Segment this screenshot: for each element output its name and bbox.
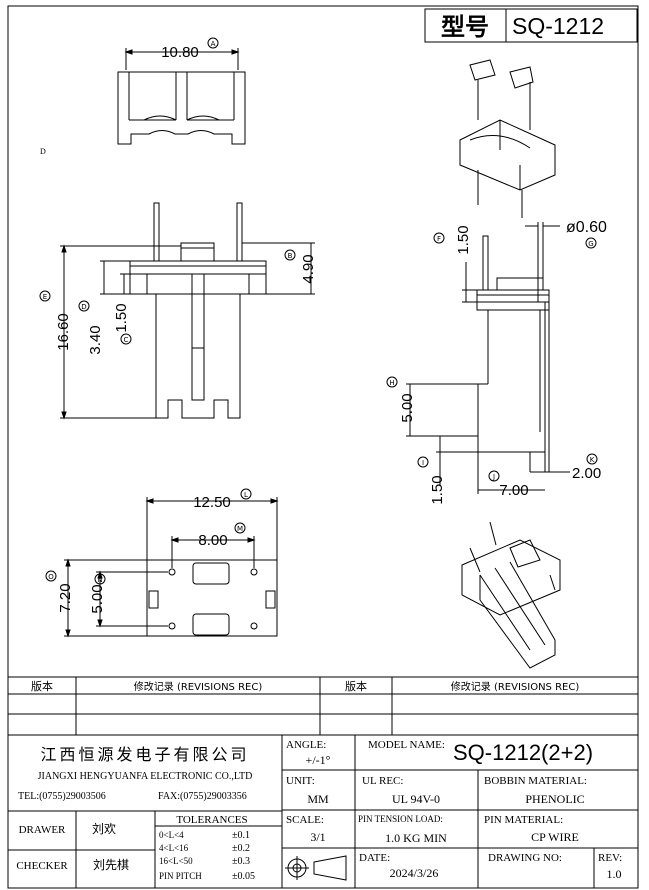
dim-bottom-width: 12.50 xyxy=(193,494,231,511)
dim-3-40: 3.40 xyxy=(87,325,104,354)
drawing-no-label: DRAWING NO: xyxy=(488,852,562,864)
model-name-label: MODEL NAME: xyxy=(368,739,445,751)
isometric-bottom xyxy=(461,521,561,669)
marker-f: F xyxy=(437,235,441,243)
model-name-value: SQ-1212(2+2) xyxy=(453,740,593,765)
tol-range-4: PIN PITCH xyxy=(159,871,202,881)
marker-g: G xyxy=(588,240,593,248)
rev-right-version-header: 版本 xyxy=(345,679,367,693)
dim-1-50-right-top: 1.50 xyxy=(455,225,472,254)
company-name-en: JIANGXI HENGYUANFA ELECTRONIC CO.,LTD xyxy=(38,771,253,782)
dim-2-00: 2.00 xyxy=(572,465,601,482)
rev-right-record-header: 修改记录 (REVISIONS REC) xyxy=(451,680,580,693)
tol-value-2: ±0.2 xyxy=(232,843,250,854)
marker-i: I xyxy=(422,459,424,467)
tol-value-4: ±0.05 xyxy=(232,871,255,882)
dim-pin-diameter: ø0.60 xyxy=(566,219,607,236)
unit-value: MM xyxy=(307,792,329,806)
scale-label: SCALE: xyxy=(286,814,324,826)
checker-label: CHECKER xyxy=(16,860,68,872)
dim-7-00: 7.00 xyxy=(499,482,528,499)
bobbin-material-value: PHENOLIC xyxy=(525,792,584,806)
marker-h: H xyxy=(389,379,394,387)
tol-value-3: ±0.3 xyxy=(232,856,250,867)
date-label: DATE: xyxy=(359,852,390,864)
marker-e: E xyxy=(43,293,47,301)
projection-symbol-icon xyxy=(285,855,347,881)
top-view: 10.80 A xyxy=(117,37,246,145)
drawer-label: DRAWER xyxy=(19,824,66,836)
model-label: 型号 xyxy=(441,14,489,41)
marker-j: J xyxy=(492,473,495,481)
model-value: SQ-1212 xyxy=(512,13,604,39)
pin-material-label: PIN MATERIAL: xyxy=(484,814,563,826)
ul-label: UL REC: xyxy=(362,775,403,787)
marker-o: O xyxy=(48,573,54,581)
marker-l: L xyxy=(244,491,248,499)
company-fax: FAX:(0755)29003356 xyxy=(158,791,247,802)
note-d: D xyxy=(40,147,46,156)
marker-n: N xyxy=(97,576,102,584)
tol-range-2: 4<L<16 xyxy=(159,843,189,853)
tolerances-header: TOLERANCES xyxy=(176,814,247,826)
dim-inner-width: 8.00 xyxy=(198,532,227,549)
dim-total-height: 16.60 xyxy=(55,313,72,351)
marker-c: C xyxy=(124,336,129,344)
dim-1-50-right-bottom: 1.50 xyxy=(429,475,446,504)
rev-left-record-header: 修改记录 (REVISIONS REC) xyxy=(134,680,263,693)
pin-tension-label: PIN TENSION LOAD: xyxy=(358,814,443,824)
isometric-top xyxy=(459,59,556,218)
marker-k: K xyxy=(590,456,595,464)
angle-label: ANGLE: xyxy=(286,739,326,751)
tol-range-3: 16<L<50 xyxy=(159,856,193,866)
scale-value: 3/1 xyxy=(310,830,325,844)
dim-1-50-left: 1.50 xyxy=(113,303,130,332)
dim-5-00-right: 5.00 xyxy=(399,393,416,422)
date-value: 2024/3/26 xyxy=(390,866,439,880)
revision-table: 版本 修改记录 (REVISIONS REC) 版本 修改记录 (REVISIO… xyxy=(7,676,639,736)
dim-top-width: 10.80 xyxy=(161,44,199,61)
side-view: ø0.60 G 1.50 F 5.00 H 1.50 I 7.00 J 2.00… xyxy=(386,219,607,505)
marker-d: D xyxy=(81,303,86,311)
rev-label: REV: xyxy=(598,852,622,864)
company-name-cn: 江西恒源发电子有限公司 xyxy=(40,746,249,764)
bottom-view: 12.50 L 8.00 M 7.20 O 5.00 N xyxy=(45,488,279,638)
marker-b: B xyxy=(288,252,293,260)
header-model-box: 型号 SQ-1212 xyxy=(424,8,638,43)
marker-m: M xyxy=(237,525,243,533)
marker-a: A xyxy=(211,40,216,48)
rev-left-version-header: 版本 xyxy=(31,679,53,693)
ul-value: UL 94V-0 xyxy=(392,792,440,806)
dim-bottom-height: 7.20 xyxy=(57,583,74,612)
tol-value-1: ±0.1 xyxy=(232,830,250,841)
drawer-value: 刘欢 xyxy=(92,821,116,836)
pin-material-value: CP WIRE xyxy=(531,830,579,844)
title-block: 江西恒源发电子有限公司 JIANGXI HENGYUANFA ELECTRONI… xyxy=(7,734,639,889)
company-tel: TEL:(0755)29003506 xyxy=(18,791,106,802)
rev-value: 1.0 xyxy=(607,867,622,881)
checker-value: 刘先棋 xyxy=(93,858,129,872)
unit-label: UNIT: xyxy=(286,775,315,787)
bobbin-material-label: BOBBIN MATERIAL: xyxy=(484,775,587,787)
front-view: 16.60 E 3.40 D 1.50 C 4.90 B xyxy=(39,202,317,420)
pin-tension-value: 1.0 KG MIN xyxy=(385,831,447,845)
angle-value: +/-1° xyxy=(306,753,331,767)
dim-inner-height: 5.00 xyxy=(89,584,106,613)
dim-side-pin-height: 4.90 xyxy=(300,254,317,283)
tol-range-1: 0<L<4 xyxy=(159,830,184,840)
